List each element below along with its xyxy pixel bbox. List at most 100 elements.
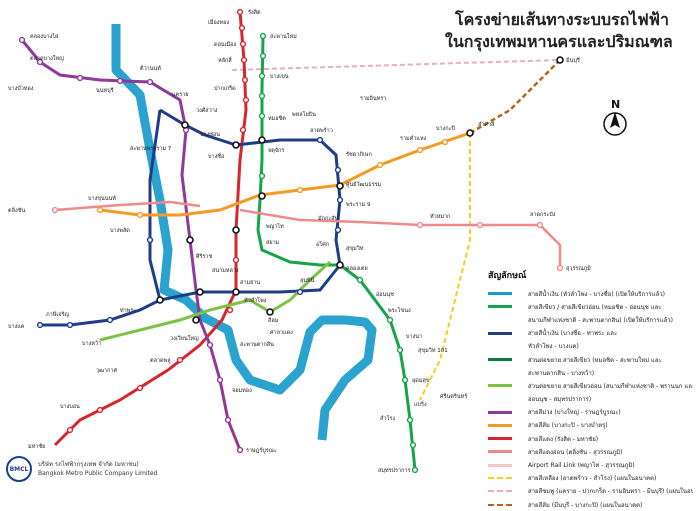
legend-title: สัญลักษณ์ bbox=[488, 271, 527, 281]
legend-label: ส่วนต่อขยาย สายสีเขียว (หมอชิต - สะพานให… bbox=[528, 356, 662, 364]
legend-label: สายสีน้ำเงิน (หัวลำโพง - บางซื่อ) (เปิดใ… bbox=[528, 290, 665, 298]
legend-swatch bbox=[488, 305, 512, 309]
station-label: บางขุนนนท์ bbox=[88, 195, 116, 202]
station-label: อุดมสุข bbox=[412, 377, 430, 384]
station-label: ดอนเมือง bbox=[214, 41, 236, 48]
station-label: สะพานพระราม 7 bbox=[130, 145, 172, 152]
legend-item: สะพานตากสิน - บางหว้า) bbox=[488, 366, 693, 379]
station-label: หลักสี่ bbox=[218, 56, 232, 64]
station-label: บางแค bbox=[8, 324, 25, 330]
transit-network-map: โครงข่ายเส้นทางระบบรถไฟฟ้า ในกรุงเทพมหาน… bbox=[6, 8, 693, 509]
company-logo: BMCL บริษัท รถไฟฟ้ากรุงเทพ จำกัด (มหาชน)… bbox=[6, 456, 157, 482]
legend-item: สายสีแดงอ่อน (ตลิ่งชัน - สุวรรณภูมิ) bbox=[488, 445, 693, 458]
station-label: นนทบุรี bbox=[96, 87, 114, 94]
station-label: สยาม bbox=[266, 239, 280, 246]
legend-label: หัวลำโพง - บางแค) bbox=[528, 343, 579, 351]
legend-label: อ่อนนุช - สมุทรปราการ) bbox=[528, 396, 592, 404]
legend-label: สายสีชมพู (แคราย - ปากเกร็ด - รามอินทรา … bbox=[528, 488, 693, 496]
legend-swatch bbox=[488, 410, 512, 414]
pink-line-route bbox=[231, 59, 561, 71]
station-label: ลำสาลี bbox=[478, 121, 494, 128]
station-label: มีนบุรี bbox=[566, 57, 580, 64]
station-label: ติวานนท์ bbox=[140, 65, 162, 72]
map-legend: สัญลักษณ์ สายสีน้ำเงิน (หัวลำโพง - บางซื… bbox=[488, 268, 693, 511]
station-label: สำโรง bbox=[380, 414, 395, 422]
legend-swatch bbox=[488, 450, 512, 454]
legend-item: สายสีน้ำเงิน (บางซื่อ - ท่าพระ และ bbox=[488, 327, 693, 340]
station-label: ตลาดพลู bbox=[150, 358, 171, 364]
legend-swatch bbox=[488, 371, 512, 374]
station-label: บางหว้า bbox=[82, 340, 101, 347]
legend-item: สายสีส้ม (มีนบุรี - บางกะปิ) (แผนในอนาคต… bbox=[488, 498, 693, 511]
legend-item: ส่วนต่อขยาย สายสีเขียว (หมอชิต - สะพานให… bbox=[488, 353, 693, 366]
north-arrow-icon bbox=[610, 112, 620, 128]
station-label: ศิริราช bbox=[195, 253, 212, 260]
station-label: รังสิต bbox=[248, 9, 261, 16]
station-markers-blue bbox=[36, 136, 344, 329]
station-label: บางซื่อ bbox=[208, 152, 224, 160]
station-label: ราษฎร์บูรณะ bbox=[246, 447, 277, 454]
station-label: เมืองทอง bbox=[208, 19, 229, 26]
station-label: วงเวียนใหญ่ bbox=[170, 335, 199, 342]
station-label: ศาลาแดง bbox=[270, 329, 293, 336]
station-label: พระราม 9 bbox=[346, 202, 371, 208]
legend-label: สายสีม่วง (บางใหญ่ - ราษฎร์บูรณะ) bbox=[528, 409, 621, 417]
station-markers-lightred bbox=[51, 206, 564, 272]
station-label: มักกะสัน bbox=[318, 215, 339, 222]
legend-label: สายสีส้ม (มีนบุรี - บางกะปิ) (แผนในอนาคต… bbox=[528, 501, 643, 509]
compass-label: N bbox=[611, 98, 620, 111]
legend-item: สายสีเขียว / สายสีเขียวอ่อน (หมอชิต - อ่… bbox=[488, 300, 693, 313]
orange-line-route bbox=[99, 131, 471, 217]
station-label: แบริ่ง bbox=[414, 400, 427, 408]
station-label: รัชดาภิเษก bbox=[346, 151, 372, 158]
station-label: รามคำแหง bbox=[400, 135, 427, 142]
station-label: บางบัวทอง bbox=[8, 85, 34, 92]
company-name-th: บริษัท รถไฟฟ้ากรุงเทพ จำกัด (มหาชน) bbox=[38, 461, 139, 468]
legend-swatch bbox=[488, 318, 512, 321]
station-label: หัวลำโพง bbox=[244, 296, 267, 304]
station-label: อโศก bbox=[316, 240, 329, 248]
legend-item: สายสีเหลือง (ลาดพร้าว - สำโรง) (แผนในอนา… bbox=[488, 472, 693, 485]
legend-swatch bbox=[488, 463, 512, 467]
station-label: มหาชัย bbox=[28, 443, 45, 450]
station-label: รามอินทรา bbox=[360, 95, 386, 102]
legend-item: อ่อนนุช - สมุทรปราการ) bbox=[488, 393, 693, 406]
legend-label: สายสีแดง (รังสิต - มหาชัย) bbox=[528, 435, 599, 443]
map-title-line2: ในกรุงเทพมหานครและปริมณฑล bbox=[445, 32, 673, 51]
route-map-canvas: รังสิต เมืองทอง ดอนเมือง หลักสี่ สะพานให… bbox=[8, 8, 591, 474]
legend-item: สนามกีฬาแห่งชาติ - สะพานตากสิน) (เปิดให้… bbox=[488, 313, 693, 326]
legend-swatch bbox=[488, 292, 512, 296]
light-green-line-route bbox=[99, 260, 332, 342]
station-label: พญาไท bbox=[266, 223, 284, 230]
yellow-line-route bbox=[419, 133, 471, 401]
legend-label: ส่วนต่อขยาย สายสีเขียวอ่อน (สนามกีฬาแห่ง… bbox=[528, 382, 693, 390]
station-label: ตลิ่งชัน bbox=[8, 206, 25, 214]
light-red-line-route bbox=[54, 200, 562, 268]
legend-item: หัวลำโพง - บางแค) bbox=[488, 340, 693, 353]
station-label: ตลาดบางใหญ่ bbox=[30, 55, 64, 62]
legend-swatch bbox=[488, 384, 512, 388]
legend-swatch bbox=[488, 331, 512, 335]
station-label: วุฒากาศ bbox=[96, 367, 118, 374]
legend-label: Airport Rail Link (พญาไท - สุวรรณภูมิ) bbox=[528, 462, 635, 470]
map-title-line1: โครงข่ายเส้นทางระบบรถไฟฟ้า bbox=[455, 10, 669, 29]
station-label: ศูนย์วัฒนธรรม bbox=[346, 181, 382, 188]
station-label: ลุมพินี bbox=[300, 277, 315, 284]
station-label: คลองบางไผ่ bbox=[30, 33, 58, 40]
legend-label: สายสีเขียว / สายสีเขียวอ่อน (หมอชิต - อ่… bbox=[528, 303, 662, 311]
station-markers-green bbox=[258, 32, 419, 474]
legend-item: สายสีม่วง (บางใหญ่ - ราษฎร์บูรณะ) bbox=[488, 406, 693, 419]
station-label: บางบอน bbox=[60, 404, 80, 410]
station-label: บางกะปิ bbox=[436, 125, 456, 132]
station-label: สนามหลวง bbox=[212, 267, 239, 274]
station-label: หัวหมาก bbox=[430, 213, 450, 220]
station-label: อ่อนนุช bbox=[376, 291, 394, 298]
legend-list: สายสีน้ำเงิน (หัวลำโพง - บางซื่อ) (เปิดใ… bbox=[488, 287, 693, 511]
station-label: ลาดกระบัง bbox=[530, 211, 556, 218]
station-label: ลาดพร้าว bbox=[310, 127, 333, 134]
station-markers-orange bbox=[96, 138, 449, 219]
station-markers-purple bbox=[18, 36, 244, 454]
legend-label: สายสีแดงอ่อน (ตลิ่งชัน - สุวรรณภูมิ) bbox=[528, 448, 623, 456]
purple-line-route bbox=[20, 39, 242, 451]
station-label: แคราย bbox=[172, 92, 189, 98]
